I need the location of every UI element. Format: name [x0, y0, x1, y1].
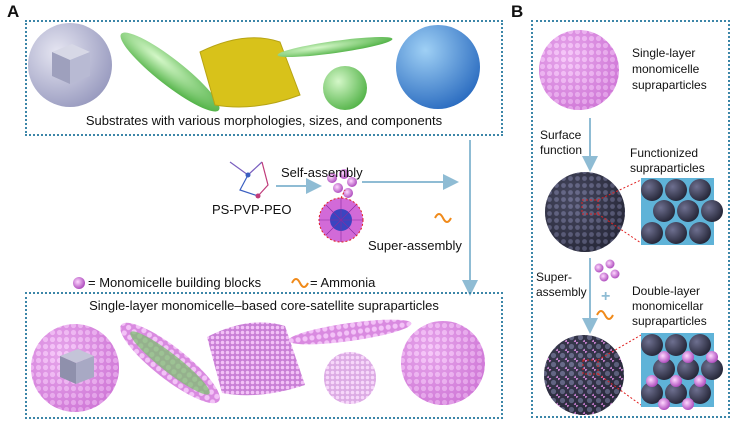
substrate-green-small-sphere [323, 66, 367, 110]
substrate-gray-sphere-with-cube [28, 23, 112, 107]
double-layer-zoom-inset [641, 333, 723, 410]
substrate-yellow-sheet [199, 37, 301, 108]
zoom-line-bottom [597, 213, 642, 244]
supraparticle-gray-core [31, 324, 119, 412]
assembly-micelles-icon: + [594, 259, 620, 320]
micelle-cluster-icon [327, 169, 357, 198]
self-assembly-label: Self-assembly [281, 165, 363, 180]
substrates-caption: Substrates with various morphologies, si… [85, 113, 443, 128]
functionized-label: Functionized supraparticles [630, 146, 705, 175]
supraparticle-small-sphere [324, 352, 376, 404]
functionized-supraparticle [545, 172, 625, 252]
supraparticle-rod [288, 319, 412, 345]
monomicelle-legend-icon [73, 277, 85, 289]
monomicelle-legend-label: = Monomicelle building blocks [88, 275, 262, 290]
supraparticles-box [25, 292, 503, 419]
zoom-line-bottom-b [597, 373, 642, 406]
ammonia-legend-icon [291, 278, 309, 288]
super-assembly-label-b: Super- assembly [536, 270, 587, 299]
supraparticles-caption: Single-layer monomicelle–based core-sate… [89, 298, 439, 313]
double-layer-supraparticle [544, 335, 624, 415]
panel-b-letter: B [511, 2, 524, 21]
double-layer-label: Double-layer monomicellar supraparticles [632, 284, 707, 328]
super-assembly-label: Super-assembly [368, 238, 462, 253]
copolymer-label: PS-PVP-PEO [212, 202, 292, 217]
substrate-blue-large-sphere [396, 25, 480, 109]
substrate-green-rod [277, 36, 393, 58]
ammonia-legend-label: = Ammonia [310, 275, 376, 290]
supraparticle-large-sphere [401, 321, 485, 405]
single-layer-label: Single-layer monomicelle supraparticles [632, 46, 707, 92]
surface-function-label: Surface function [540, 128, 583, 157]
svg-text:+: + [601, 288, 610, 305]
copolymer-chains-icon [229, 161, 269, 199]
panel-a-letter: A [7, 2, 20, 21]
supraparticle-green-ellipsoid [120, 322, 220, 404]
supraparticle-sheet [207, 322, 305, 396]
zoom-line-top-b [597, 334, 642, 361]
substrate-green-ellipsoid [120, 32, 220, 112]
ammonia-icon [434, 213, 452, 223]
single-layer-supraparticle [539, 30, 619, 110]
functionized-zoom-inset [641, 178, 723, 245]
micelle-zoom-icon [318, 189, 364, 243]
panel-b-box [531, 20, 730, 418]
substrates-box [25, 20, 503, 136]
